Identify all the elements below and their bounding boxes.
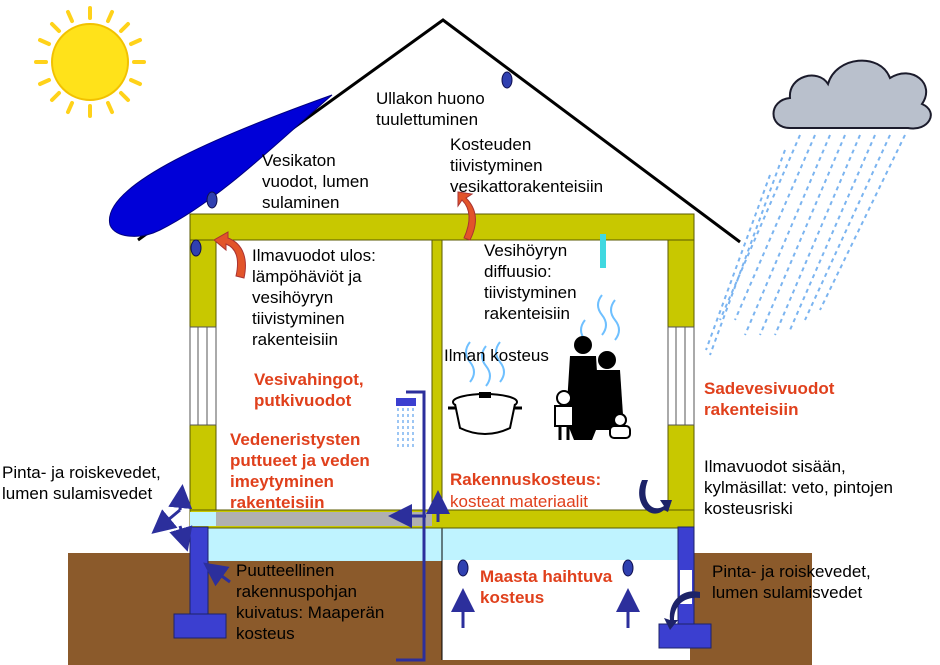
label-air-humidity: Ilman kosteus: [444, 346, 549, 365]
moisture-arrow-icon: [213, 191, 476, 279]
label-surface-water-right: Pinta- ja roiskevedet, lumen sulamisvede…: [712, 562, 871, 602]
label-air-leaks-in: Ilmavuodot sisään, kylmäsillat: veto, pi…: [704, 457, 893, 518]
snow-drift-icon: [109, 94, 333, 237]
label-construction-moisture-title: Rakennuskosteus:: [450, 470, 602, 489]
label-ground-evaporation: Maasta haihtuva kosteus: [480, 567, 613, 607]
floor-slab: [216, 512, 432, 526]
crawlspace-ventilated: [442, 560, 690, 660]
roof-line: [137, 18, 741, 244]
water-drop-icon: [190, 71, 634, 577]
label-air-leaks-out: Ilmavuodot ulos: lämpöhäviöt ja vesihöyr…: [252, 246, 376, 349]
water-pipe: [396, 390, 426, 662]
vapour-icon: [600, 234, 606, 268]
label-attic-ventilation: Ullakon huono tuulettuminen: [376, 89, 485, 129]
shower-icon: [396, 398, 416, 450]
label-rain-leaks: Sadevesivuodot rakenteisiin: [704, 379, 835, 419]
label-construction-moisture-sub: kosteat materiaalit: [450, 492, 588, 511]
family-icon: [554, 294, 631, 440]
label-roof-leaks: Vesikaton vuodot, lumen sulaminen: [262, 151, 369, 212]
label-surface-water-left: Pinta- ja roiskevedet, lumen sulamisvede…: [2, 463, 161, 503]
sun-icon: [34, 6, 146, 118]
label-foundation-drainage: Puutteellinen rakennuspohjan kuivatus: M…: [236, 561, 385, 643]
airflow-arrows: [151, 484, 640, 628]
wall-insulation: [189, 326, 695, 426]
label-roof-condensation: Kosteuden tiivistyminen vesikattorakente…: [450, 135, 604, 196]
label-water-damage: Vesivahingot, putkivuodot: [254, 370, 364, 410]
crawlspace: [190, 527, 690, 561]
label-vapour-diffusion: Vesihöyryn diffuusio: tiivistyminen rake…: [484, 241, 577, 323]
cooking-pot-icon: [448, 341, 522, 435]
label-waterproofing: Vedeneristysten puttueet ja veden imeyty…: [230, 430, 370, 512]
cloud-icon: [772, 59, 932, 130]
curved-arrows: [639, 480, 700, 630]
rain-icon: [705, 134, 906, 356]
